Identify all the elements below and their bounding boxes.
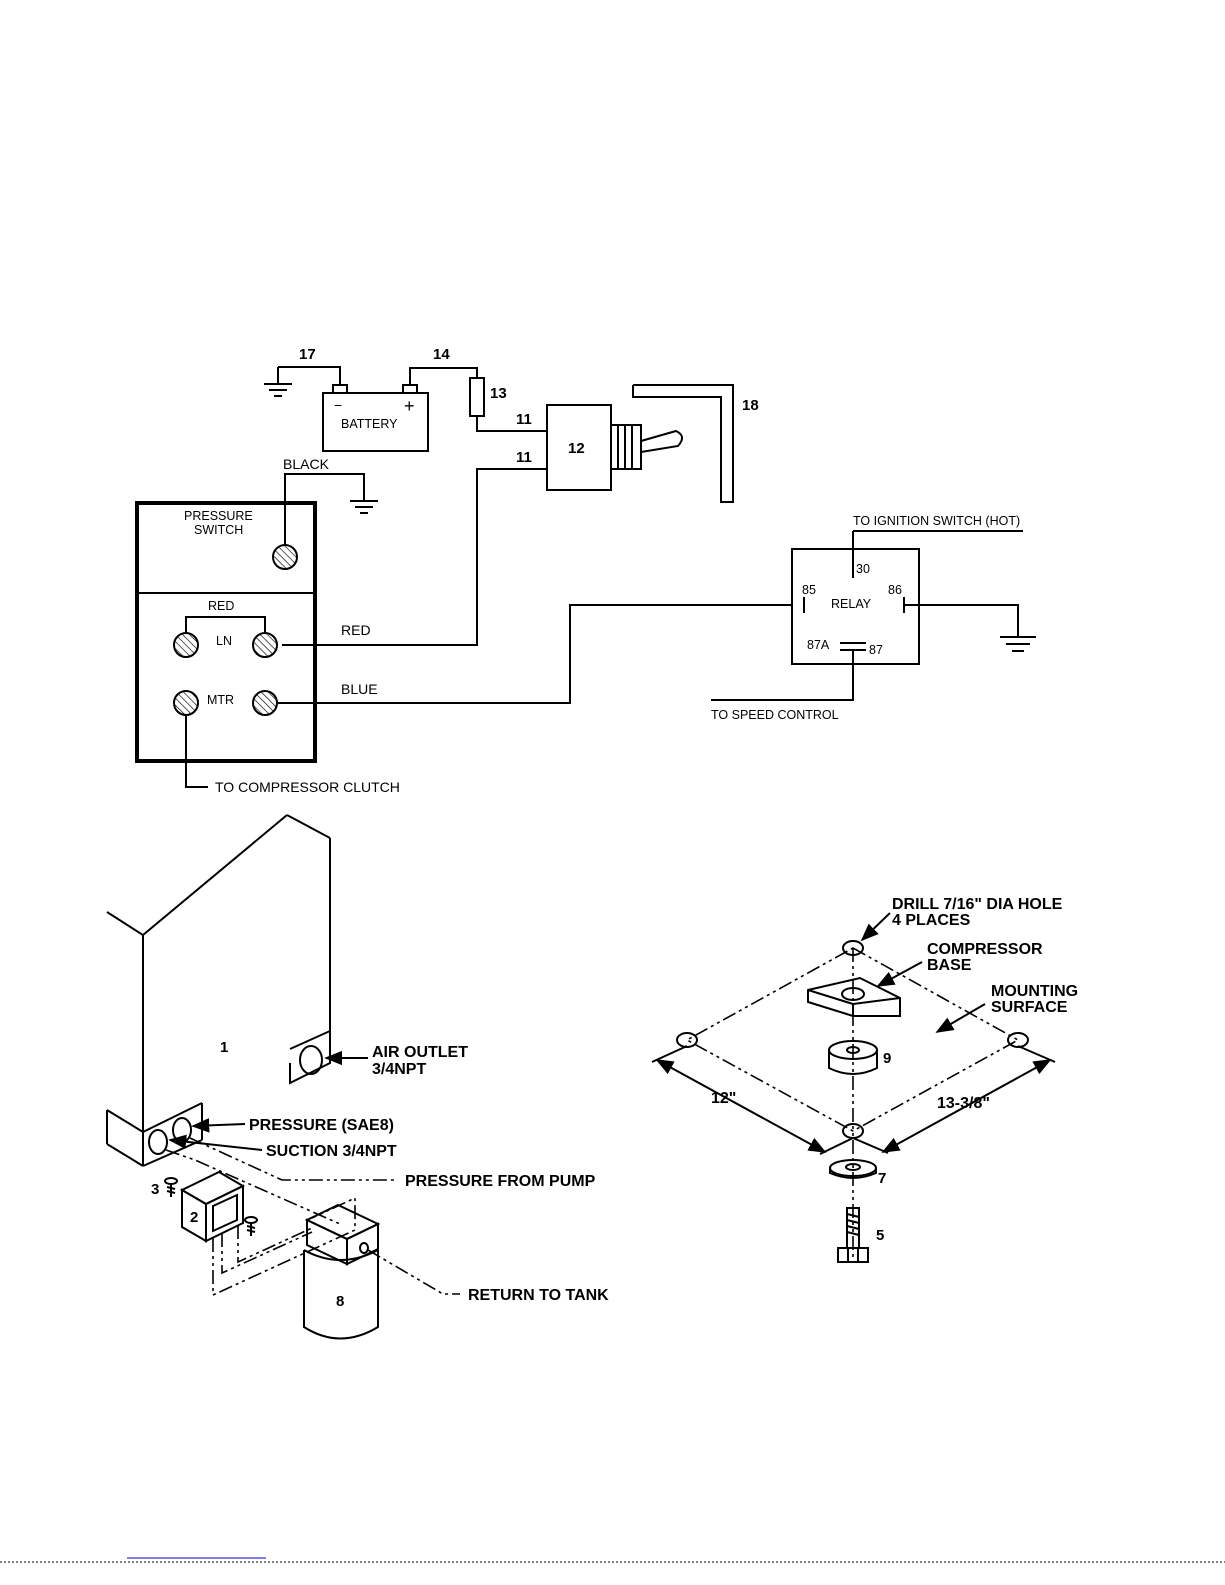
relay-terminal-86: 86 <box>888 583 902 597</box>
red-jumper-label: RED <box>208 599 234 613</box>
mtr-terminal-right <box>252 690 278 716</box>
callout-14: 14 <box>433 346 450 363</box>
dim-12-line <box>655 1059 827 1153</box>
callout-9: 9 <box>883 1050 891 1067</box>
return-to-tank-label: RETURN TO TANK <box>468 1287 609 1304</box>
callout-8: 8 <box>336 1293 344 1310</box>
callout-2: 2 <box>190 1209 198 1226</box>
positive-cable <box>409 367 478 385</box>
base-label-1: COMPRESSOR <box>927 941 1043 958</box>
switch-mounting-bracket <box>632 384 734 503</box>
air-outlet-label-2: 3/4NPT <box>372 1061 426 1078</box>
hole-left <box>676 1032 698 1048</box>
compressor-plumbing-diagram: 1 AIR OUTLET 3/4NPT PRESSURE (SAE8) SUCT… <box>106 814 609 1340</box>
pressure-switch-line1: PRESSURE <box>184 509 253 523</box>
relay: TO IGNITION SWITCH (HOT) 30 85 86 RELAY … <box>711 514 1036 722</box>
mounting-surface-outline <box>685 947 1020 1132</box>
air-outlet-label-1: AIR OUTLET <box>372 1044 468 1061</box>
battery-minus: − <box>334 397 342 413</box>
return-to-tank-line <box>367 1249 460 1295</box>
callout-11-lower: 11 <box>516 449 532 466</box>
screw-3: 3 <box>151 1177 178 1198</box>
to-ignition-label: TO IGNITION SWITCH (HOT) <box>853 514 1020 528</box>
ln-terminal-right <box>252 632 278 658</box>
surface-arrow <box>935 1003 986 1033</box>
callout-11-upper: 11 <box>516 411 532 428</box>
base-label-2: BASE <box>927 957 972 974</box>
drill-arrow <box>860 912 891 942</box>
callout-7: 7 <box>878 1170 886 1187</box>
battery-plus: + <box>404 396 415 416</box>
bolt-5: 5 <box>837 1207 884 1263</box>
wiring-diagram: 17 − + BATTERY 14 13 11 12 <box>135 346 1036 795</box>
base-arrow <box>876 961 923 987</box>
relay-terminal-87a: 87A <box>807 638 830 652</box>
isolator-9: 9 <box>828 1040 891 1075</box>
washer-7: 7 <box>829 1159 886 1187</box>
fuse-holder <box>469 377 485 417</box>
pressure-from-pump-line <box>189 1137 398 1181</box>
filter-8: 8 <box>303 1203 381 1340</box>
relay-terminal-30: 30 <box>856 562 870 576</box>
blue-wire <box>278 604 792 704</box>
compressor-base <box>807 976 901 1017</box>
callout-13: 13 <box>490 385 507 402</box>
pressure-from-pump-label: PRESSURE FROM PUMP <box>405 1173 596 1190</box>
wire-red-label: RED <box>341 622 371 638</box>
surface-label-1: MOUNTING <box>991 983 1078 1000</box>
ground-cable <box>278 366 341 385</box>
drill-label-1: DRILL 7/16" DIA HOLE <box>892 896 1063 913</box>
suction-port-label: SUCTION 3/4NPT <box>266 1143 397 1160</box>
callout-1: 1 <box>220 1039 228 1056</box>
to-speed-control-label: TO SPEED CONTROL <box>711 708 839 722</box>
to-compressor-clutch-label: TO COMPRESSOR CLUTCH <box>215 779 400 795</box>
screw-3b <box>244 1216 258 1236</box>
wire-11-lower <box>282 468 547 646</box>
suction-port <box>148 1129 168 1155</box>
pressure-switch: PRESSURE SWITCH RED LN MTR <box>135 501 317 763</box>
relay-terminal-87: 87 <box>869 643 883 657</box>
pressure-port <box>172 1117 192 1143</box>
mtr-label: MTR <box>207 693 234 707</box>
surface-label-2: SURFACE <box>991 999 1068 1016</box>
compressor-clutch-wire <box>185 715 208 788</box>
battery-label: BATTERY <box>341 417 398 431</box>
suction-arrow <box>168 1134 263 1151</box>
relay-terminal-85: 85 <box>802 583 816 597</box>
dim-12-label: 12" <box>711 1090 736 1107</box>
hole-top <box>842 940 864 956</box>
callout-12: 12 <box>568 440 585 457</box>
hole-right <box>1007 1032 1029 1048</box>
mtr-terminal-left <box>173 690 199 716</box>
callout-18: 18 <box>742 397 759 414</box>
ln-terminal-left <box>173 632 199 658</box>
relay-label: RELAY <box>831 597 872 611</box>
battery: − + BATTERY <box>322 384 429 452</box>
black-wire-label: BLACK <box>283 456 330 472</box>
mounting-diagram: 9 7 5 12" 13-3/8" <box>651 896 1078 1263</box>
wire-11-upper <box>476 416 547 432</box>
dim-13-extension-2 <box>852 1137 889 1154</box>
callout-17: 17 <box>299 346 316 363</box>
compressor-unit: 1 <box>106 814 331 1167</box>
adapter-block: 2 <box>179 1170 246 1243</box>
dim-13-line <box>881 1059 1052 1153</box>
callout-3: 3 <box>151 1181 159 1198</box>
black-ground-wire <box>284 473 365 545</box>
callout-5: 5 <box>876 1227 884 1244</box>
pressure-switch-line2: SWITCH <box>194 523 243 537</box>
toggle-switch: 12 <box>546 404 683 491</box>
pressure-arrow <box>191 1118 246 1133</box>
ln-label: LN <box>216 634 232 648</box>
wire-blue-label: BLUE <box>341 681 378 697</box>
dim-13-label: 13-3/8" <box>937 1095 990 1112</box>
pressure-port-label: PRESSURE (SAE8) <box>249 1117 394 1134</box>
battery-ground-symbol <box>264 367 292 397</box>
ground-terminal <box>272 544 298 570</box>
drill-label-2: 4 PLACES <box>892 912 971 929</box>
